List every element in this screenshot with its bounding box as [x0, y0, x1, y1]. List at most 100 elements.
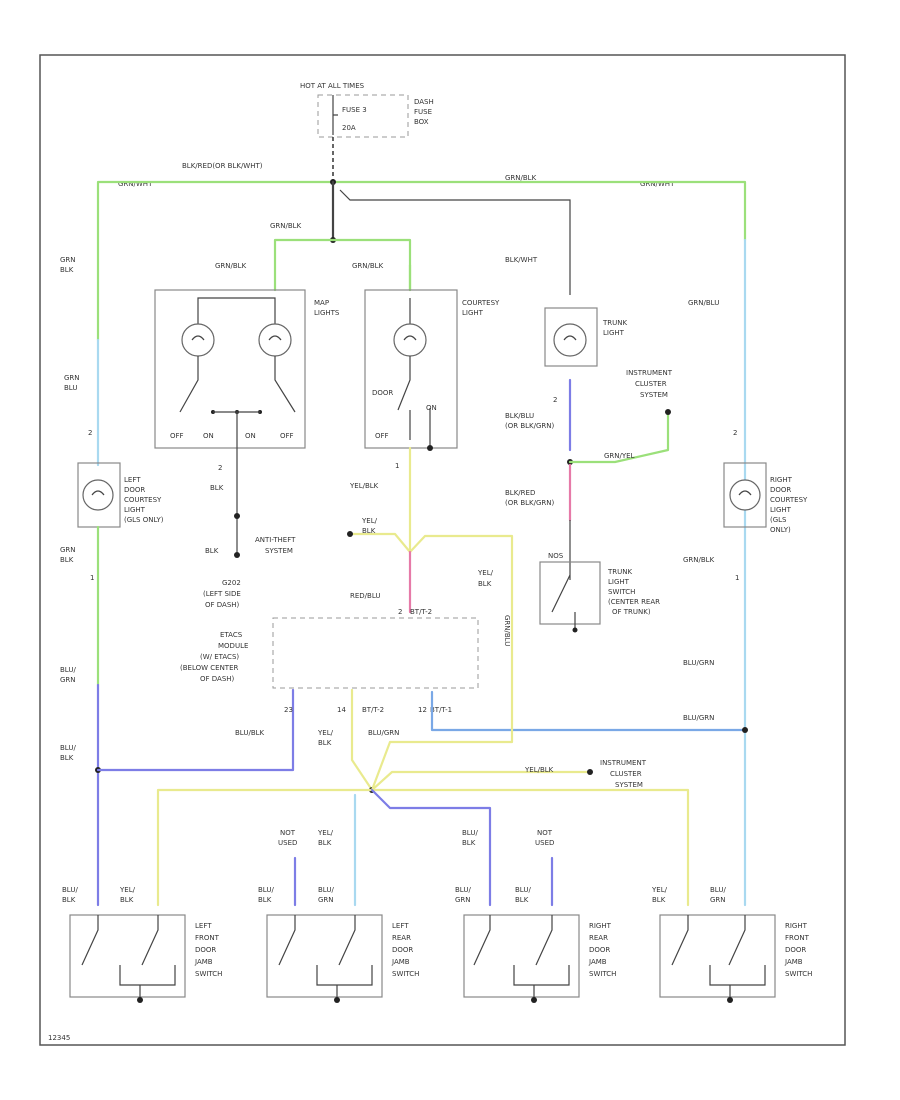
rf-wire-a-1: YEL/ [651, 886, 668, 894]
right-door-light-box [723, 462, 767, 528]
map-switch-arms [179, 356, 296, 413]
ground-point [234, 552, 240, 558]
instrument-top-label-3: SYSTEM [640, 391, 668, 399]
etacs-box [272, 617, 479, 689]
wire-blu-blk-rr [370, 788, 492, 907]
lr-label-1: LEFT [392, 922, 409, 930]
fuse-block: HOT AT ALL TIMES FUSE 3 20A DASH FUSE BO… [300, 82, 434, 180]
wire-blu-grn-etacs [430, 690, 747, 732]
rr-switch-box [463, 914, 580, 998]
etacs-label-1: ETACS [220, 631, 243, 639]
etacs-label-5: OF DASH) [200, 675, 235, 683]
wire-label-yel-blk-mid-2: BLK [478, 580, 492, 588]
etacs-pin-14: 14 [337, 706, 346, 714]
lf-switch-arms [81, 915, 176, 1000]
wire-label-blk-blu-alt: (OR BLK/GRN) [505, 422, 555, 430]
instrument-bus-label-2: CLUSTER [610, 770, 642, 778]
anti-theft-splice [347, 531, 353, 537]
wire-label-blk-gnd: BLK [205, 547, 219, 555]
footer-code: 12345 [48, 1034, 70, 1042]
courtesy-switch-ground [427, 445, 433, 451]
left-door-light-label-4: LIGHT [124, 506, 146, 514]
lf-label-1: LEFT [195, 922, 212, 930]
wire-label-yel-blk-etacs-b: BLK [318, 739, 332, 747]
right-door-light-label-6: ONLY) [770, 526, 791, 534]
rr-label-3: DOOR [589, 946, 610, 954]
map-switch-on-right: ON [245, 432, 256, 440]
lf-wire-b-2: BLK [120, 896, 134, 904]
etacs-pin-2: 2 [398, 608, 402, 616]
wire-label-top-left: BLK/RED(OR BLK/WHT) [182, 162, 263, 170]
rr-yb-2: BLK [462, 839, 476, 847]
rr-wire-a-2: GRN [455, 896, 471, 904]
right-door-light-pin2: 2 [733, 429, 737, 437]
rr-label-2: REAR [589, 934, 608, 942]
map-lights: MAP LIGHTS OFF ON ON OFF [154, 289, 340, 470]
fuse-hot-label: HOT AT ALL TIMES [300, 82, 365, 90]
rf-door-switch: YEL/ BLK BLU/ GRN RIGHT FRONT DOOR JAMB … [651, 886, 812, 1003]
rf-label-2: FRONT [785, 934, 810, 942]
wire-label-blk-map: BLK [210, 484, 224, 492]
rr-door-switch: BLU/ BLK NOT USED BLU/ GRN BLU/ BLK RIGH… [455, 829, 616, 1003]
wire-grn-blk-split [273, 238, 412, 292]
ground-label-3: OF DASH) [205, 601, 240, 609]
trunk-switch-label-3: SWITCH [608, 588, 635, 596]
wire-blu-blk-etacs [96, 688, 295, 772]
rr-wire-b-2: BLK [515, 896, 529, 904]
lr-switch-ground [334, 997, 340, 1003]
wire-green-top [96, 180, 747, 342]
trunk-switch-label-5: OF TRUNK) [612, 608, 651, 616]
courtesy-output: 1 YEL/BLK ANTI-THEFT SYSTEM YEL/ BLK RED… [255, 446, 514, 722]
map-bulb-left-icon [181, 323, 215, 357]
lr-label-5: SWITCH [392, 970, 419, 978]
wire-label-yel-blk-mid-1: YEL/ [477, 569, 494, 577]
lf-wire-b-1: YEL/ [119, 886, 136, 894]
lf-wire-a-1: BLU/ [62, 886, 78, 894]
trunk-switch-label-4: (CENTER REAR [608, 598, 660, 606]
map-lights-box [154, 289, 306, 449]
wire-label-blk-red-alt: (OR BLK/GRN) [505, 499, 555, 507]
lf-switch-box [69, 914, 186, 998]
trunk-bulb-filament [563, 335, 577, 341]
lr-switch-arms [278, 915, 373, 1000]
wire-label-blu-grn-etacs: BLU/GRN [368, 729, 399, 737]
wire-blk-wht-trunk [339, 189, 571, 295]
wire-label-blu-grn-right: BLU/GRN [683, 659, 714, 667]
wire-label-left-grn-blk-1b: BLK [60, 266, 74, 274]
wire-label-left-blu-grn-b: GRN [60, 676, 76, 684]
anti-theft-label-1: ANTI-THEFT [255, 536, 296, 544]
fuse-element [332, 95, 338, 135]
lr-switch-box [266, 914, 383, 998]
etacs-module: 2 BT/T-2 ETACS MODULE (W/ ETACS) (BELOW … [180, 608, 747, 792]
etacs-pin-btt2-top: BT/T-2 [410, 608, 432, 616]
rf-wire-b-2: GRN [710, 896, 726, 904]
fuse-box-label-2: FUSE [414, 108, 432, 116]
fuse-box-label-3: BOX [414, 118, 429, 126]
instrument-bus-label-3: SYSTEM [615, 781, 643, 789]
rr-wire-b-1: BLU/ [515, 886, 531, 894]
etacs-pin-12: 12 [418, 706, 427, 714]
etacs-label-3: (W/ ETACS) [200, 653, 239, 661]
wire-label-yel-blk-bus: YEL/BLK [524, 766, 554, 774]
courtesy-bulb-filament [403, 335, 417, 341]
lr-wire-a-2: BLK [258, 896, 272, 904]
wire-label-grn-blu-vert: GRN/BLU [503, 615, 511, 646]
instrument-top-label-1: INSTRUMENT [626, 369, 673, 377]
fuse-box-label-1: DASH [414, 98, 434, 106]
left-door-light-pin1: 1 [90, 574, 94, 582]
courtesy-light-box [364, 289, 458, 449]
right-door-light-label-3: COURTESY [770, 496, 808, 504]
left-door-light-label-5: (GLS ONLY) [124, 516, 164, 524]
map-switch-on-left: ON [203, 432, 214, 440]
ground-label-2: (LEFT SIDE [203, 590, 241, 598]
etacs-pin-btt2: BT/T-2 [362, 706, 384, 714]
wire-label-grn-blk-main: GRN/BLK [270, 222, 302, 230]
fuse-number: FUSE 3 [342, 106, 367, 114]
trunk-light-label-2: LIGHT [603, 329, 625, 337]
map-switch-off-left: OFF [170, 432, 184, 440]
wire-label-grn-blk-top: GRN/BLK [505, 174, 537, 182]
wire-yel-blk-etacs [350, 688, 374, 792]
right-door-light-label-1: RIGHT [770, 476, 793, 484]
lf-door-switch: BLU/ BLK YEL/ BLK LEFT FRONT DOOR JAMB S… [62, 886, 222, 1003]
